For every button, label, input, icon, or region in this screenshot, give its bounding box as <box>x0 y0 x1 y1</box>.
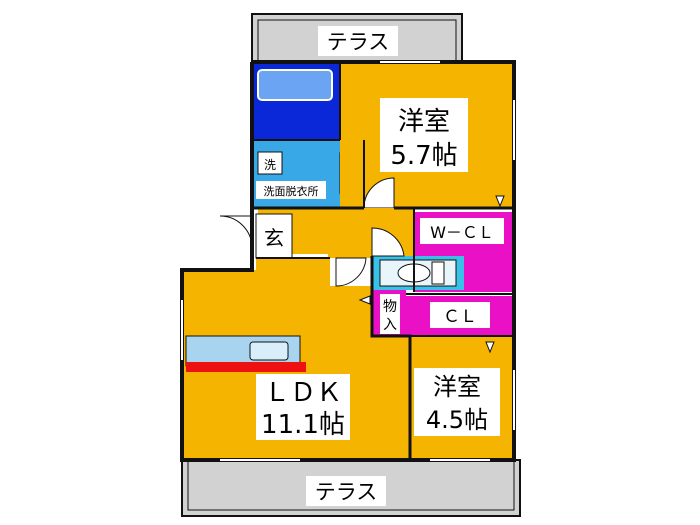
storage-label-2: 入 <box>383 317 397 333</box>
entrance-door-icon <box>219 215 253 249</box>
storage-label-1: 物 <box>383 299 397 315</box>
terrace-bottom: テラス <box>181 459 521 517</box>
ldk: ＬＤＫ 11.1帖 <box>182 257 410 460</box>
terrace-top-label: テラス <box>327 30 390 54</box>
closet: ＣＬ <box>406 296 514 336</box>
toilet <box>371 227 464 290</box>
washroom-label: 洗面脱衣所 <box>264 184 319 198</box>
kitchen-sink-icon <box>249 341 289 361</box>
ldk-door-icon <box>335 257 367 287</box>
washing-machine-icon <box>257 151 283 175</box>
bedroom-1-name: 洋室 <box>398 107 450 137</box>
bedroom-1-size: 5.7帖 <box>390 141 457 171</box>
windows <box>181 61 515 461</box>
kitchen-counter-edge <box>186 362 306 372</box>
walk-in-closet-label: W－ＣＬ <box>430 223 494 242</box>
toilet-door-icon <box>371 227 405 257</box>
bedroom-2: 洋室 4.5帖 <box>410 336 514 460</box>
bedroom-1: 洋室 5.7帖 <box>340 62 514 209</box>
entrance: 玄 <box>219 213 293 259</box>
storage: 物 入 <box>372 290 406 336</box>
terrace-top: テラス <box>251 13 463 63</box>
bathtub-icon <box>257 69 333 101</box>
ldk-name: ＬＤＫ <box>264 378 342 408</box>
arrow-icon <box>485 341 495 354</box>
closet-label: ＣＬ <box>443 307 477 327</box>
washer-label: 洗 <box>264 158 276 172</box>
bedroom-2-size: 4.5帖 <box>426 406 488 434</box>
entrance-label: 玄 <box>264 226 284 250</box>
arrow-icon <box>495 195 505 208</box>
bedroom-2-name: 洋室 <box>433 373 481 401</box>
terrace-bottom-label: テラス <box>315 480 378 504</box>
arrow-icon <box>358 295 371 305</box>
bathroom <box>252 62 340 140</box>
walls <box>180 60 516 462</box>
ldk-size: 11.1帖 <box>261 410 345 440</box>
